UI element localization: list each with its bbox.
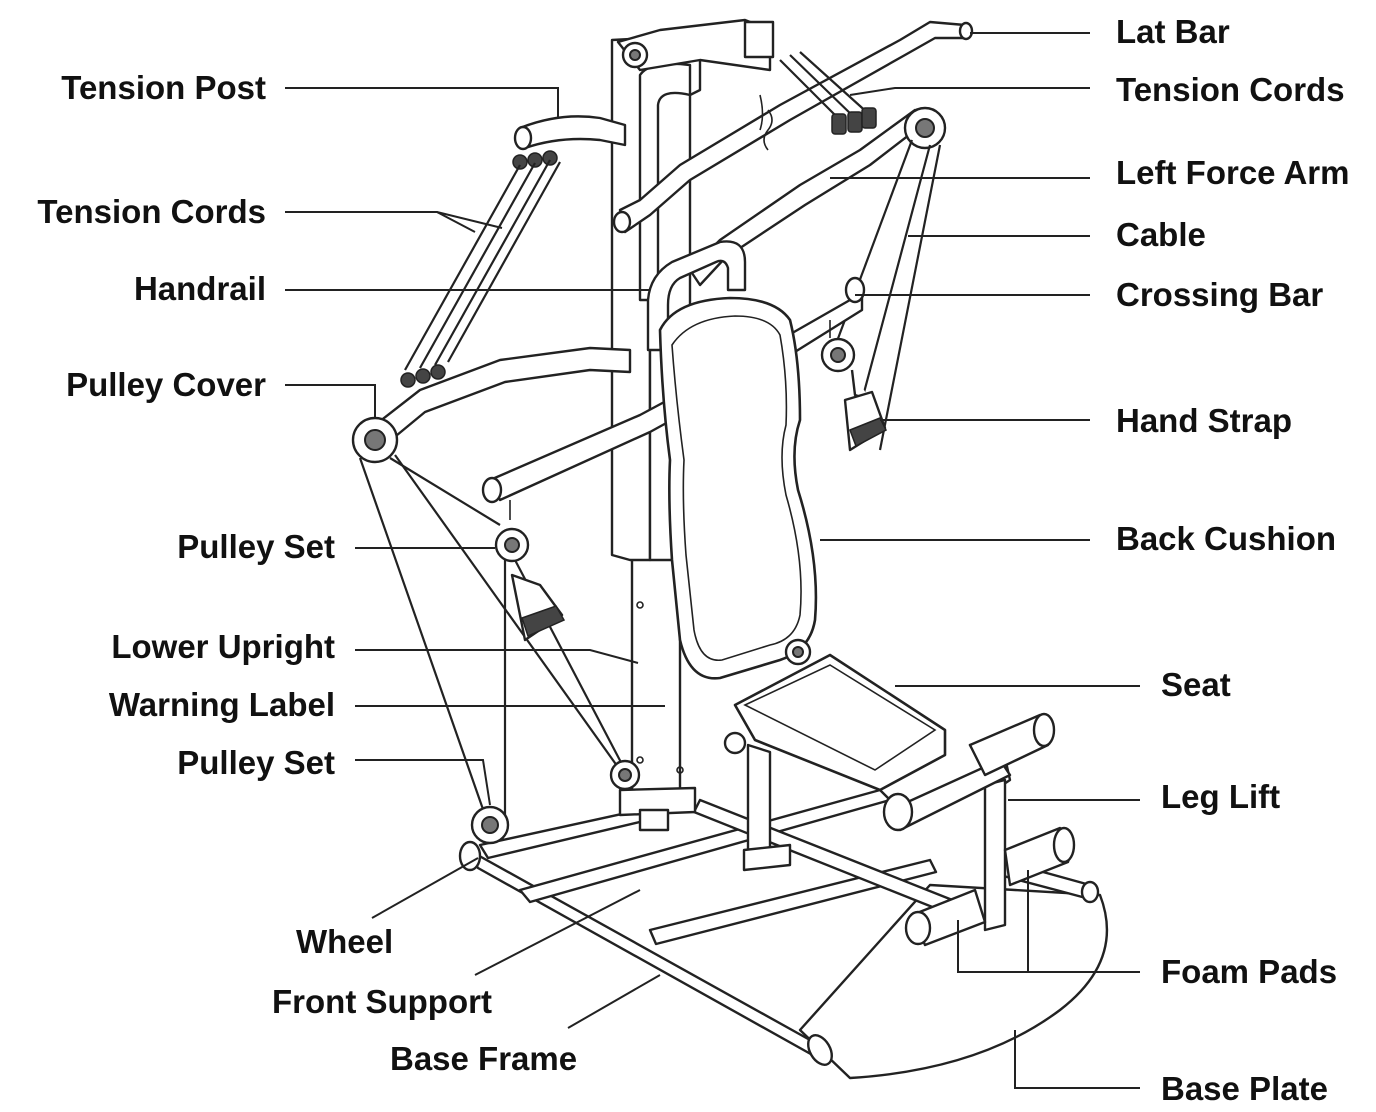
- top-housing: [616, 18, 775, 72]
- hand-strap-left: [510, 573, 566, 642]
- handrail: [646, 240, 747, 352]
- base-plate: [798, 883, 1109, 1080]
- label-seat: Seat: [1161, 666, 1231, 703]
- lower-upright: [618, 541, 697, 832]
- label-handrail: Handrail: [133, 270, 266, 307]
- tension-post: [518, 115, 627, 150]
- pulley-set-upper-left: [494, 500, 530, 563]
- label-crossing-bar: Crossing Bar: [1116, 276, 1324, 313]
- leg-lift: [882, 733, 1012, 932]
- back-cushion: [658, 296, 818, 680]
- label-wheel: Wheel: [296, 923, 394, 960]
- label-lower-upright: Lower Upright: [111, 628, 335, 665]
- label-left-force-arm: Left Force Arm: [1116, 154, 1350, 191]
- label-tension-post: Tension Post: [61, 69, 266, 106]
- tension-post-cords: [512, 150, 558, 170]
- label-base-frame: Base Frame: [390, 1040, 578, 1077]
- label-warning-label: Warning Label: [108, 686, 335, 723]
- label-base-plate: Base Plate: [1161, 1070, 1328, 1107]
- foam-pads: [904, 712, 1076, 947]
- label-foam-pads: Foam Pads: [1161, 953, 1338, 990]
- label-pulley-set-lower: Pulley Set: [177, 744, 335, 781]
- pulley-set-right: [820, 320, 871, 402]
- label-tension-cords-left: Tension Cords: [37, 193, 266, 230]
- label-tension-cords-right: Tension Cords: [1116, 71, 1345, 108]
- label-back-cushion: Back Cushion: [1116, 520, 1337, 557]
- label-lat-bar: Lat Bar: [1116, 13, 1230, 50]
- label-leg-lift: Leg Lift: [1161, 778, 1281, 815]
- label-cable: Cable: [1116, 216, 1206, 253]
- label-hand-strap: Hand Strap: [1116, 402, 1293, 439]
- label-front-support: Front Support: [272, 983, 492, 1020]
- seat: [723, 638, 947, 872]
- right-force-arm: [373, 346, 632, 447]
- tension-cords-right: [759, 51, 877, 151]
- tension-cords-left: [400, 159, 561, 388]
- label-pulley-set-upper: Pulley Set: [177, 528, 335, 565]
- label-pulley-cover: Pulley Cover: [66, 366, 266, 403]
- hand-strap-right: [843, 390, 887, 452]
- leader-lines: [285, 32, 1140, 1089]
